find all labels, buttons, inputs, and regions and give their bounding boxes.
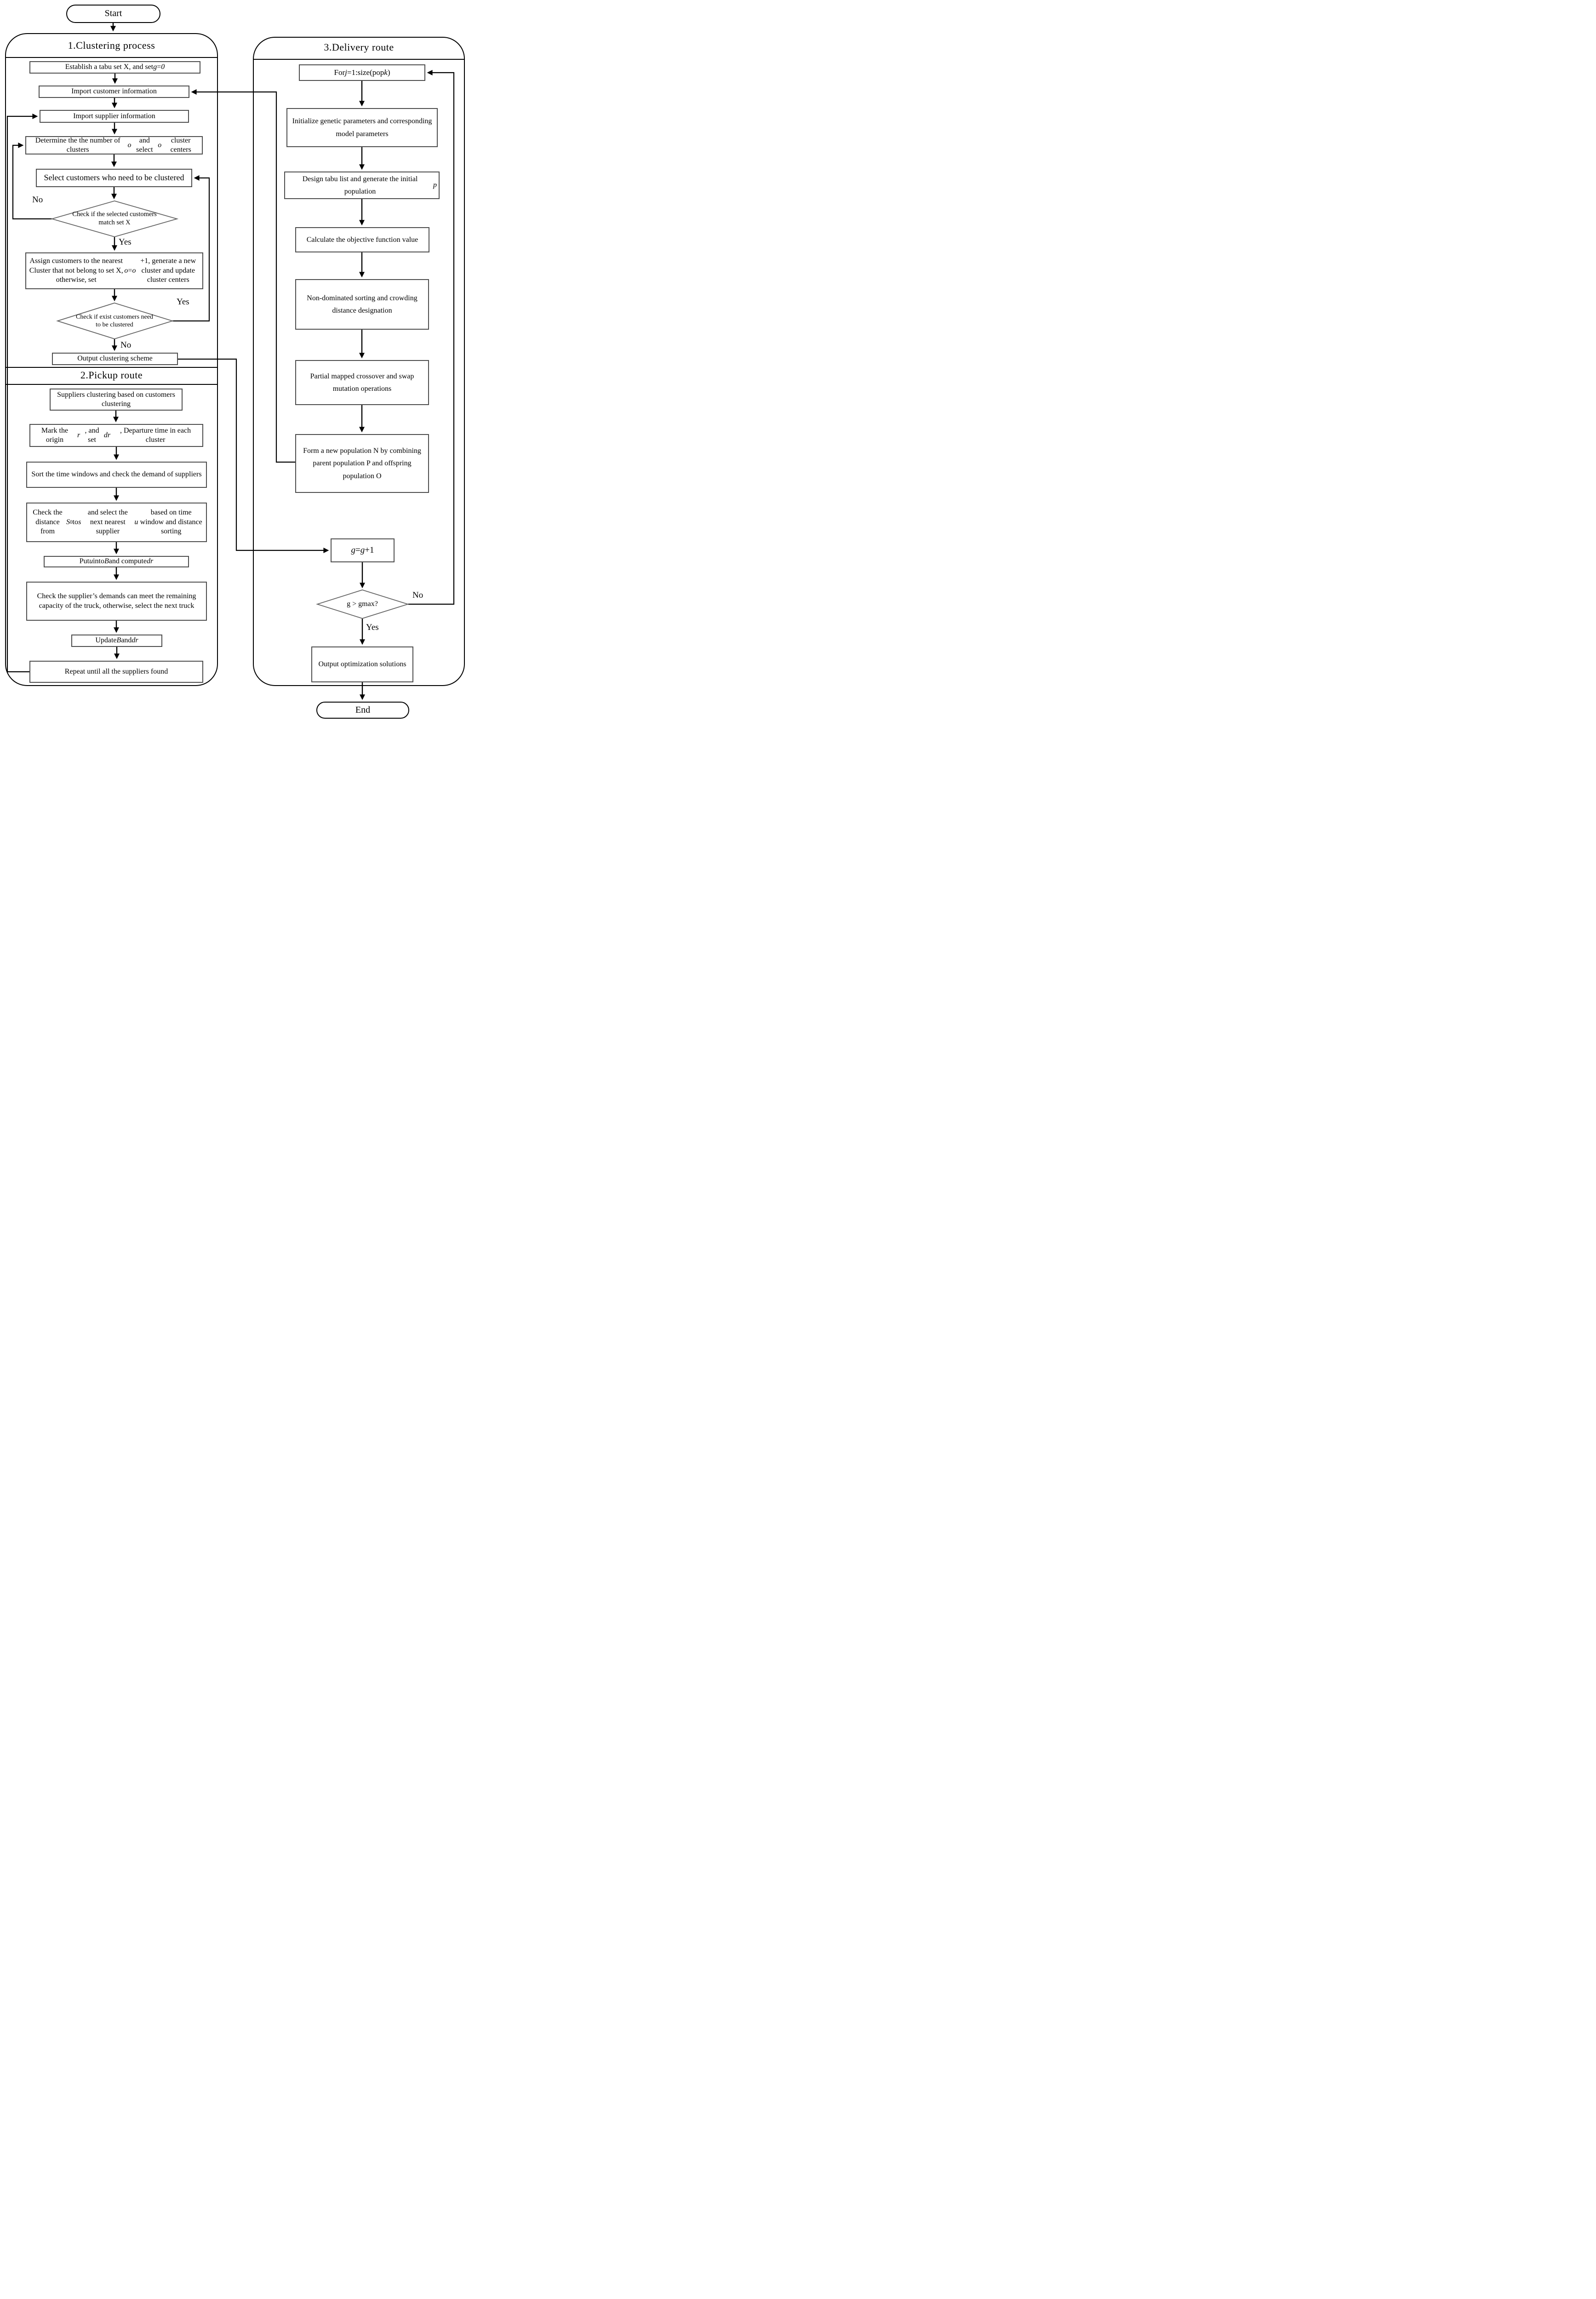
flowchart-canvas: 1.Clustering process 2.Pickup route 3.De… — [0, 0, 471, 722]
section-title-clustering: 1.Clustering process — [68, 40, 155, 51]
clustering-header-divider — [5, 57, 218, 58]
pickup-band-top-divider — [5, 367, 218, 368]
decision-customers-match-set-x: Check if the selected customers match se… — [72, 211, 157, 226]
terminator-start: Start — [66, 5, 160, 23]
terminator-end: End — [316, 702, 409, 719]
label-no-gmax: No — [412, 590, 423, 600]
label-no-remaining: No — [120, 340, 132, 350]
process-establish-tabu-set: Establish a tabu set X, and set g=0 — [29, 61, 200, 74]
process-put-u-into-b: Put u into B and compute dr — [44, 556, 189, 567]
process-non-dominated-sorting: Non-dominated sorting and crowding dista… — [295, 279, 429, 330]
label-no-match: No — [32, 195, 43, 205]
section-title-pickup: 2.Pickup route — [80, 369, 143, 381]
label-yes-gmax: Yes — [366, 623, 379, 632]
process-increment-g: g = g+1 — [331, 538, 395, 562]
delivery-header-divider — [253, 59, 465, 60]
process-form-new-population: Form a new population N by combining par… — [295, 434, 429, 493]
label-yes-match: Yes — [119, 237, 132, 247]
process-output-optimization-solutions: Output optimization solutions — [311, 646, 413, 682]
process-suppliers-clustering: Suppliers clustering based on customers … — [50, 389, 183, 411]
process-mark-origin: Mark the origin r , and set dr, Departur… — [29, 424, 203, 447]
process-initialize-genetic-parameters: Initialize genetic parameters and corres… — [286, 108, 438, 147]
process-assign-customers: Assign customers to the nearest Cluster … — [25, 252, 203, 289]
process-select-customers: Select customers who need to be clustere… — [36, 169, 192, 187]
process-update-b-dr: Update B and dr — [71, 635, 162, 647]
process-import-customer-information: Import customer information — [39, 86, 189, 98]
decision-g-gmax: g > gmax? — [347, 600, 378, 608]
process-calculate-objective: Calculate the objective function value — [295, 227, 429, 252]
process-output-clustering-scheme: Output clustering scheme — [52, 353, 178, 365]
section-title-delivery: 3.Delivery route — [324, 41, 394, 53]
label-yes-remaining: Yes — [177, 297, 189, 307]
process-import-supplier-information: Import supplier information — [40, 110, 189, 123]
process-determine-cluster-count: Determine the the number of clusters o a… — [25, 136, 203, 154]
process-sort-time-windows: Sort the time windows and check the dema… — [26, 462, 207, 488]
pickup-band-bottom-divider — [5, 384, 218, 385]
process-design-tabu-list: Design tabu list and generate the initia… — [284, 172, 440, 199]
process-check-supplier-demands: Check the supplier’s demands can meet th… — [26, 582, 207, 621]
decision-customers-remaining: Check if exist customers need to be clus… — [76, 313, 153, 328]
process-repeat-until-found: Repeat until all the suppliers found — [29, 661, 203, 683]
process-partial-mapped-crossover: Partial mapped crossover and swap mutati… — [295, 360, 429, 405]
